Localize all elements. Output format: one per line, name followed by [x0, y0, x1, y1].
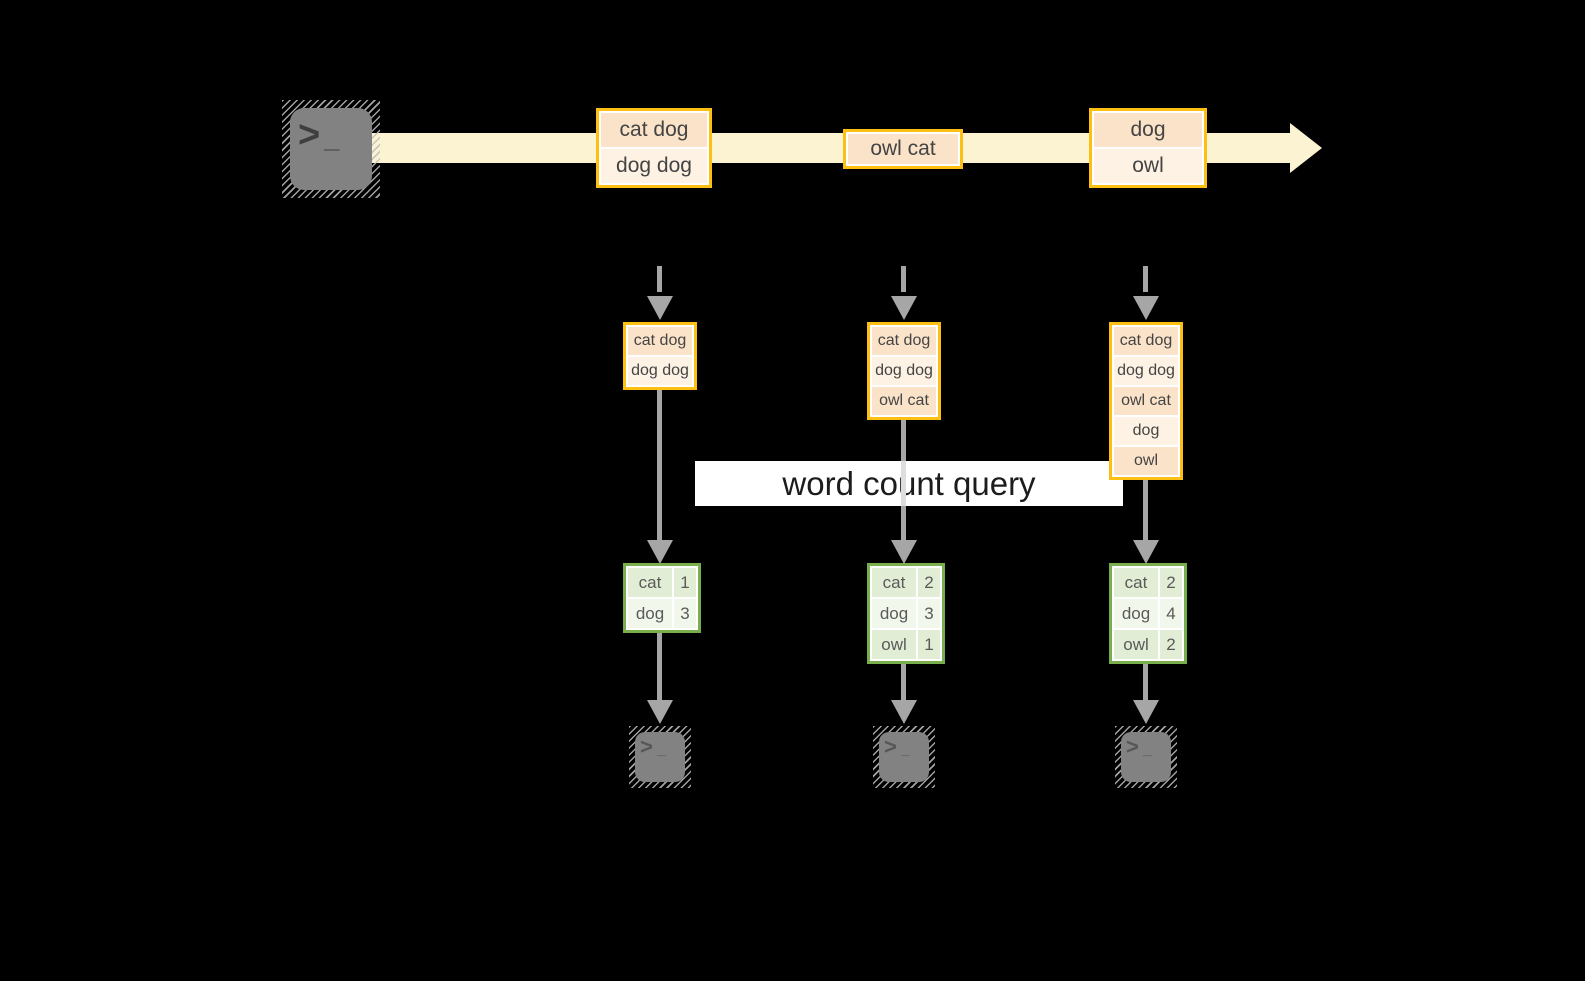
state-cell: cat dog	[872, 327, 936, 355]
event-cell: dog	[1094, 113, 1202, 147]
connector-line	[1143, 658, 1148, 700]
prompt-underscore-icon: _	[900, 741, 910, 758]
connector-line	[1143, 476, 1148, 540]
table-row: cat 2	[872, 568, 940, 597]
stream-arrow-right-icon	[1290, 123, 1322, 173]
table-row: owl 1	[872, 630, 940, 659]
word-cell: dog	[1114, 599, 1158, 628]
prompt-chevron-icon: >	[640, 734, 653, 759]
event-cell: owl cat	[848, 134, 958, 164]
state-cell: dog dog	[1114, 357, 1178, 385]
connector-line	[901, 658, 906, 700]
terminal-icon-body	[635, 732, 685, 782]
connector-line	[657, 386, 662, 540]
prompt-chevron-icon: >	[298, 114, 321, 156]
count-cell: 1	[918, 630, 940, 659]
word-cell: dog	[628, 599, 672, 628]
count-cell: 1	[674, 568, 696, 597]
table-row: dog 3	[628, 599, 696, 628]
prompt-chevron-icon: >	[884, 734, 897, 759]
prompt-underscore-icon: _	[1142, 741, 1152, 758]
table-row: dog 3	[872, 599, 940, 628]
dashed-arrow-down-icon	[901, 266, 906, 292]
prompt-underscore-icon: _	[324, 122, 340, 153]
count-cell: 4	[1160, 599, 1182, 628]
connector-line	[657, 629, 662, 700]
arrow-down-head-icon	[647, 296, 673, 320]
arrow-down-head-icon	[1133, 296, 1159, 320]
stream-event-box-2: owl cat	[843, 129, 963, 169]
state-stack-2: cat dog dog dog owl cat	[867, 322, 941, 420]
state-stack-3: cat dog dog dog owl cat dog owl	[1109, 322, 1183, 480]
terminal-sink-icon: >_	[873, 726, 935, 788]
state-cell: cat dog	[1114, 327, 1178, 355]
word-cell: owl	[1114, 630, 1158, 659]
connector-line-through-label	[901, 461, 906, 506]
table-row: owl 2	[1114, 630, 1182, 659]
stream-event-box-1: cat dog dog dog	[596, 108, 712, 188]
arrow-down-head-icon	[891, 540, 917, 564]
count-cell: 3	[674, 599, 696, 628]
terminal-icon-body	[290, 108, 372, 190]
word-cell: dog	[872, 599, 916, 628]
prompt-underscore-icon: _	[656, 741, 666, 758]
count-cell: 3	[918, 599, 940, 628]
dashed-arrow-down-icon	[1143, 266, 1148, 292]
terminal-source-icon: >_	[282, 100, 380, 198]
terminal-icon-body	[879, 732, 929, 782]
arrow-down-head-icon	[647, 700, 673, 724]
count-table-3: cat 2 dog 4 owl 2	[1109, 563, 1187, 664]
connector-line	[901, 506, 906, 540]
word-cell: cat	[1114, 568, 1158, 597]
arrow-down-head-icon	[1133, 700, 1159, 724]
arrow-down-head-icon	[891, 700, 917, 724]
table-row: dog 4	[1114, 599, 1182, 628]
state-cell: owl cat	[872, 387, 936, 415]
word-cell: cat	[872, 568, 916, 597]
state-stack-1: cat dog dog dog	[623, 322, 697, 390]
word-cell: owl	[872, 630, 916, 659]
dashed-arrow-down-icon	[657, 266, 662, 292]
prompt-icon: >_	[298, 114, 339, 157]
event-cell: owl	[1094, 149, 1202, 183]
query-label: word count query	[695, 461, 1123, 506]
event-cell: dog dog	[601, 149, 707, 183]
connector-line	[901, 416, 906, 461]
state-cell: dog dog	[872, 357, 936, 385]
terminal-sink-icon: >_	[1115, 726, 1177, 788]
prompt-icon: >_	[1126, 734, 1152, 760]
terminal-sink-icon: >_	[629, 726, 691, 788]
terminal-icon-body	[1121, 732, 1171, 782]
state-cell: dog dog	[628, 357, 692, 385]
stream-event-box-3: dog owl	[1089, 108, 1207, 188]
state-cell: dog	[1114, 417, 1178, 445]
count-cell: 2	[918, 568, 940, 597]
arrow-down-head-icon	[647, 540, 673, 564]
arrow-down-head-icon	[891, 296, 917, 320]
count-cell: 2	[1160, 568, 1182, 597]
event-cell: cat dog	[601, 113, 707, 147]
count-cell: 2	[1160, 630, 1182, 659]
state-cell: owl	[1114, 447, 1178, 475]
prompt-icon: >_	[884, 734, 910, 760]
prompt-chevron-icon: >	[1126, 734, 1139, 759]
state-cell: cat dog	[628, 327, 692, 355]
table-row: cat 2	[1114, 568, 1182, 597]
arrow-down-head-icon	[1133, 540, 1159, 564]
state-cell: owl cat	[1114, 387, 1178, 415]
table-row: cat 1	[628, 568, 696, 597]
count-table-1: cat 1 dog 3	[623, 563, 701, 633]
prompt-icon: >_	[640, 734, 666, 760]
count-table-2: cat 2 dog 3 owl 1	[867, 563, 945, 664]
word-cell: cat	[628, 568, 672, 597]
